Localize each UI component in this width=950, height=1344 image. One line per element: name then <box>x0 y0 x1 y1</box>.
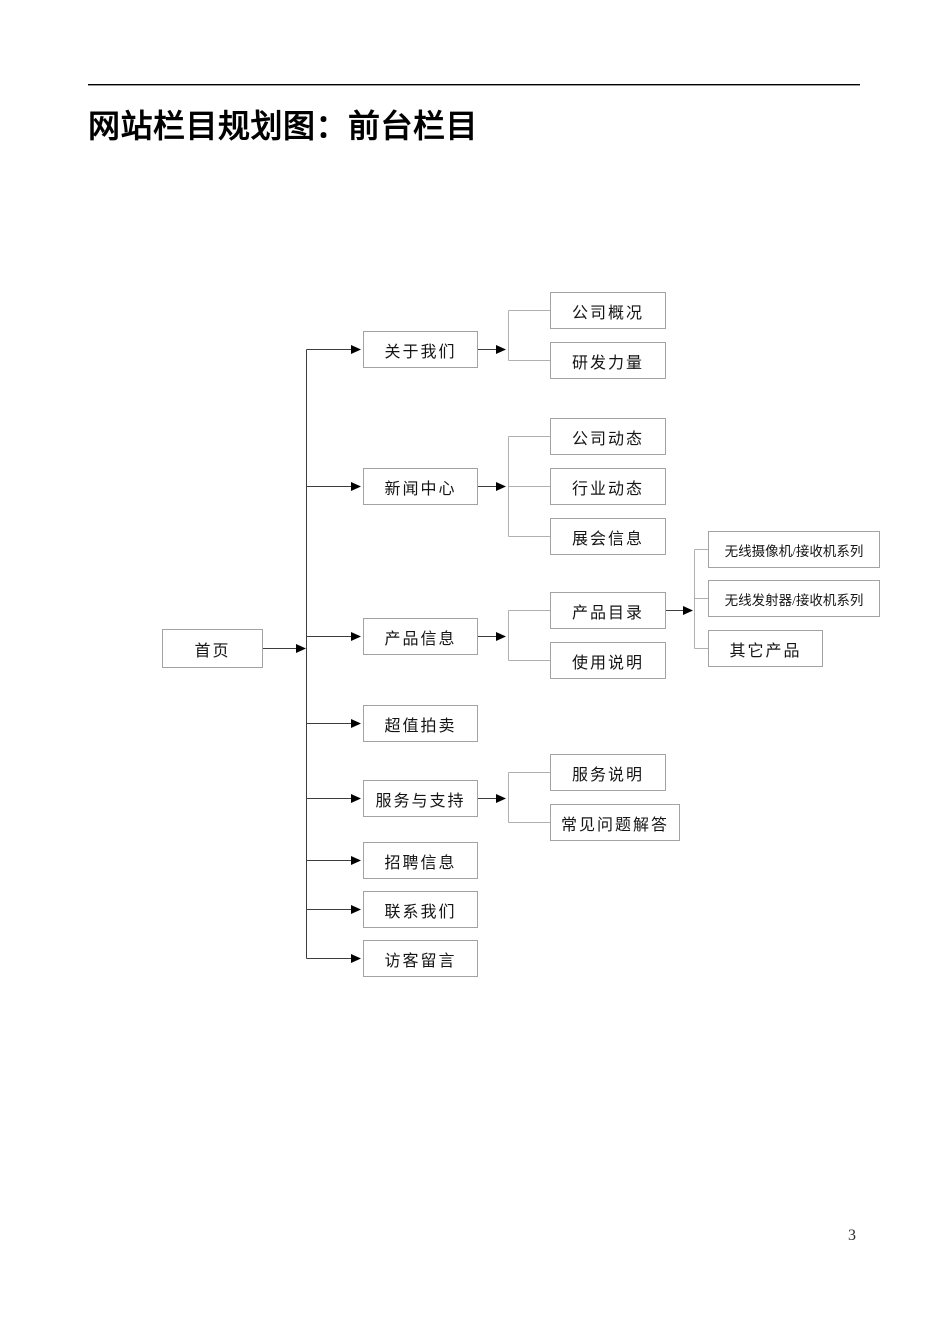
page-title: 网站栏目规划图：前台栏目 <box>88 107 479 145</box>
junction-news <box>478 436 550 537</box>
node-about-us-label: 关于我们 <box>384 343 457 361</box>
title-rule <box>88 84 860 86</box>
node-company-profile-label: 公司概况 <box>571 304 644 322</box>
node-contact-us: 联系我们 <box>363 891 478 928</box>
node-usage-instructions-label: 使用说明 <box>571 654 644 672</box>
node-service-support-label: 服务与支持 <box>375 792 466 810</box>
node-wireless-camera-series: 无线摄像机/接收机系列 <box>708 531 880 568</box>
node-wireless-transmitter-series-label: 无线发射器/接收机系列 <box>724 592 864 608</box>
node-industry-news-label: 行业动态 <box>571 480 644 498</box>
junction-about <box>478 310 550 361</box>
connector-home-trunk <box>263 644 306 653</box>
node-jobs-label: 招聘信息 <box>384 854 457 872</box>
node-faq: 常见问题解答 <box>550 804 680 841</box>
node-rd-strength-label: 研发力量 <box>571 354 644 372</box>
node-product-catalog-label: 产品目录 <box>571 604 644 622</box>
node-exhibition-info: 展会信息 <box>550 518 666 555</box>
node-about-us: 关于我们 <box>363 331 478 368</box>
node-wireless-transmitter-series: 无线发射器/接收机系列 <box>708 580 880 617</box>
node-service-support: 服务与支持 <box>363 780 478 817</box>
node-guestbook: 访客留言 <box>363 940 478 977</box>
node-company-news-label: 公司动态 <box>571 430 644 448</box>
node-usage-instructions: 使用说明 <box>550 642 666 679</box>
node-guestbook-label: 访客留言 <box>384 952 457 970</box>
node-home-label: 首页 <box>194 642 231 660</box>
node-company-news: 公司动态 <box>550 418 666 455</box>
node-auction: 超值拍卖 <box>363 705 478 742</box>
node-service-description: 服务说明 <box>550 754 666 791</box>
node-product-info: 产品信息 <box>363 618 478 655</box>
node-contact-us-label: 联系我们 <box>384 903 457 921</box>
node-service-description-label: 服务说明 <box>571 766 644 784</box>
junction-service <box>478 772 550 823</box>
junction-catalog <box>666 549 708 649</box>
node-home: 首页 <box>162 629 263 668</box>
page-number: 3 <box>848 1227 856 1244</box>
node-other-products-label: 其它产品 <box>729 642 802 660</box>
node-news-center-label: 新闻中心 <box>384 480 457 498</box>
node-industry-news: 行业动态 <box>550 468 666 505</box>
node-faq-label: 常见问题解答 <box>560 816 669 834</box>
node-rd-strength: 研发力量 <box>550 342 666 379</box>
node-wireless-camera-series-label: 无线摄像机/接收机系列 <box>724 543 864 559</box>
node-jobs: 招聘信息 <box>363 842 478 879</box>
node-company-profile: 公司概况 <box>550 292 666 329</box>
branch-arrows <box>306 345 361 963</box>
node-exhibition-info-label: 展会信息 <box>571 530 644 548</box>
node-product-info-label: 产品信息 <box>384 630 457 648</box>
junction-products <box>478 610 550 661</box>
node-other-products: 其它产品 <box>708 630 823 667</box>
node-auction-label: 超值拍卖 <box>384 717 457 735</box>
node-news-center: 新闻中心 <box>363 468 478 505</box>
node-product-catalog: 产品目录 <box>550 592 666 629</box>
